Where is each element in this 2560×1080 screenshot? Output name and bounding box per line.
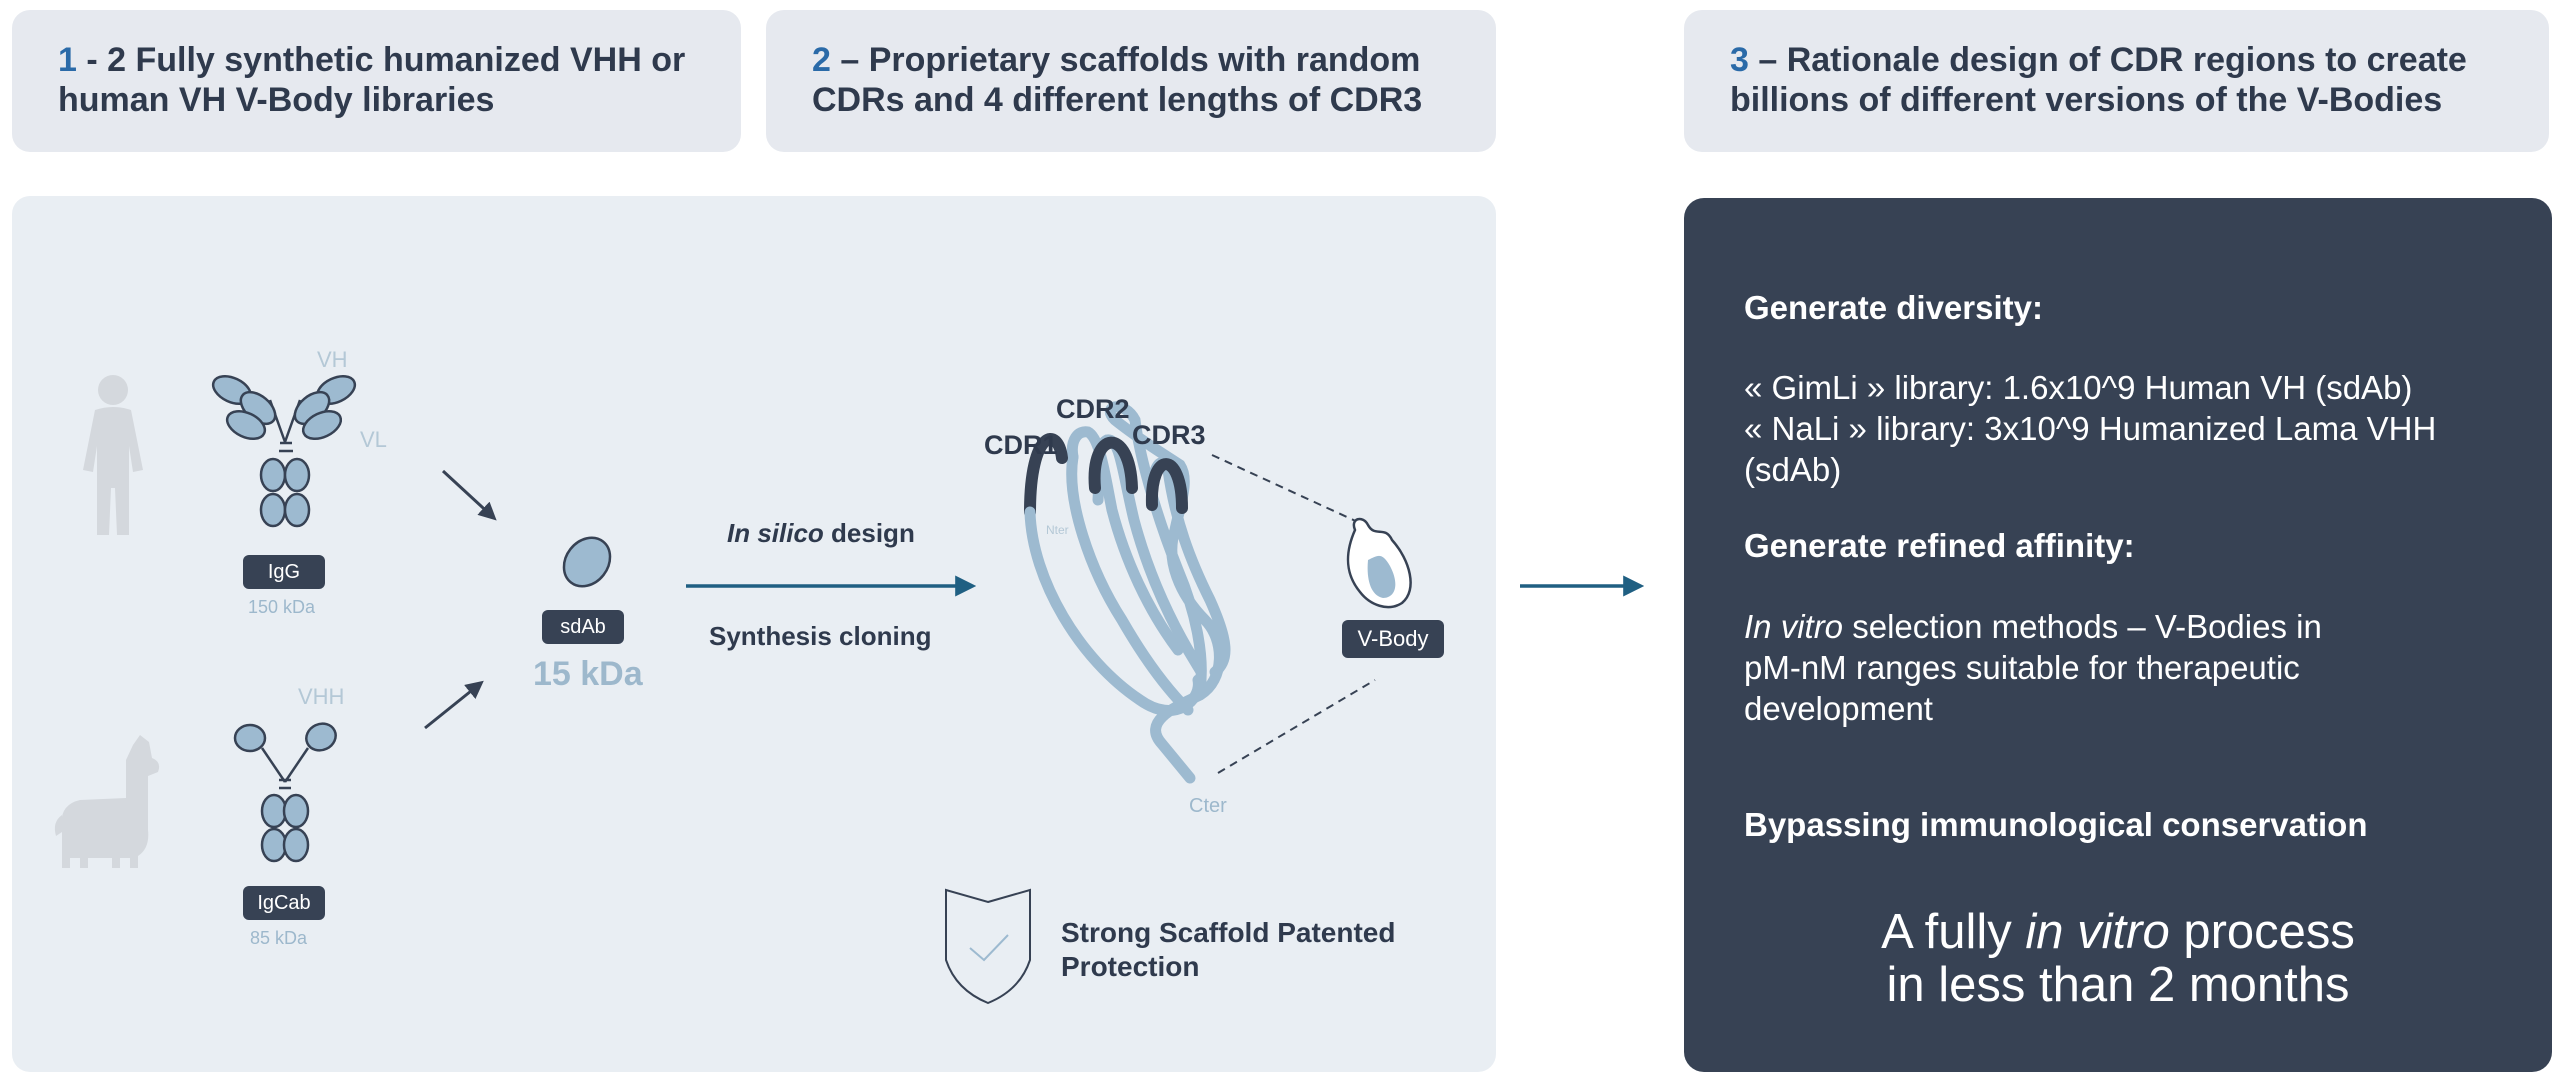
- human-silhouette-icon: [83, 375, 143, 535]
- cdr3-label: CDR3: [1132, 420, 1206, 450]
- nter-label: Nter: [1046, 523, 1069, 537]
- arrow-igcab-to-sdab: [424, 680, 484, 730]
- step-3-header: 3 – Rationale design of CDR regions to c…: [1684, 10, 2549, 152]
- patent-protection-text: Strong Scaffold Patented Protection: [1061, 917, 1396, 982]
- step-3-text: – Rationale design of CDR regions to cre…: [1730, 41, 2467, 119]
- selection-methods-line-2: pM-nM ranges suitable for therapeutic: [1744, 649, 2300, 686]
- generate-diversity-heading: Generate diversity:: [1744, 289, 2043, 326]
- step-1-number: 1: [58, 41, 77, 79]
- step-1-text: - 2 Fully synthetic humanized VHH or hum…: [58, 41, 686, 119]
- step-2-header: 2 – Proprietary scaffolds with random CD…: [766, 10, 1496, 152]
- dashed-connector-top: [1211, 454, 1361, 524]
- arrow-igg-to-sdab: [441, 469, 497, 521]
- v-body-tag: V-Body: [1342, 620, 1444, 658]
- gimli-library-line: « GimLi » library: 1.6x10^9 Human VH (sd…: [1744, 369, 2413, 406]
- dashed-connector-bottom: [1217, 679, 1376, 774]
- v-body-icon: [1346, 517, 1412, 609]
- shield-check-icon: [945, 888, 1031, 1005]
- igg-kda: 150 kDa: [248, 597, 316, 617]
- in-silico-design-label: In silico design: [727, 518, 915, 548]
- library-diagram-panel: [12, 196, 1496, 1072]
- synthesis-cloning-label: Synthesis cloning: [709, 621, 932, 651]
- vl-label: VL: [360, 427, 387, 452]
- summary-panel: [1684, 198, 2552, 1072]
- step-3-number: 3: [1730, 41, 1749, 79]
- igg-tag: IgG: [243, 555, 325, 589]
- step-2-text: – Proprietary scaffolds with random CDRs…: [812, 41, 1423, 119]
- vh-label: VH: [317, 347, 348, 372]
- final-statement: A fully in vitro process in less than 2 …: [1881, 905, 2355, 1012]
- nali-library-line: « NaLi » library: 3x10^9 Humanized Lama …: [1744, 410, 2437, 447]
- v-body-structure-icon: [1024, 401, 1231, 784]
- igcab-antibody-icon: [233, 722, 337, 863]
- cdr1-label: CDR1: [984, 430, 1058, 460]
- cdr2-label: CDR2: [1056, 394, 1130, 424]
- igg-antibody-icon: [211, 374, 357, 528]
- bypassing-conservation-heading: Bypassing immunological conservation: [1744, 806, 2368, 843]
- vhh-label: VHH: [298, 684, 345, 709]
- sdab-kda: 15 kDa: [533, 655, 643, 693]
- sdab-tag: sdAb: [542, 610, 624, 644]
- cter-label: Cter: [1189, 795, 1227, 817]
- igcab-tag: IgCab: [243, 886, 325, 920]
- generate-affinity-heading: Generate refined affinity:: [1744, 527, 2135, 564]
- sdab-domain-icon: [562, 536, 612, 588]
- step-2-number: 2: [812, 41, 831, 79]
- selection-methods-line: In vitro selection methods – V-Bodies in: [1744, 608, 2322, 645]
- nali-library-line-2: (sdAb): [1744, 451, 1842, 488]
- step-1-header: 1 - 2 Fully synthetic humanized VHH or h…: [12, 10, 741, 152]
- igcab-kda: 85 kDa: [250, 928, 308, 948]
- llama-silhouette-icon: [54, 735, 160, 868]
- selection-methods-line-3: development: [1744, 690, 1933, 727]
